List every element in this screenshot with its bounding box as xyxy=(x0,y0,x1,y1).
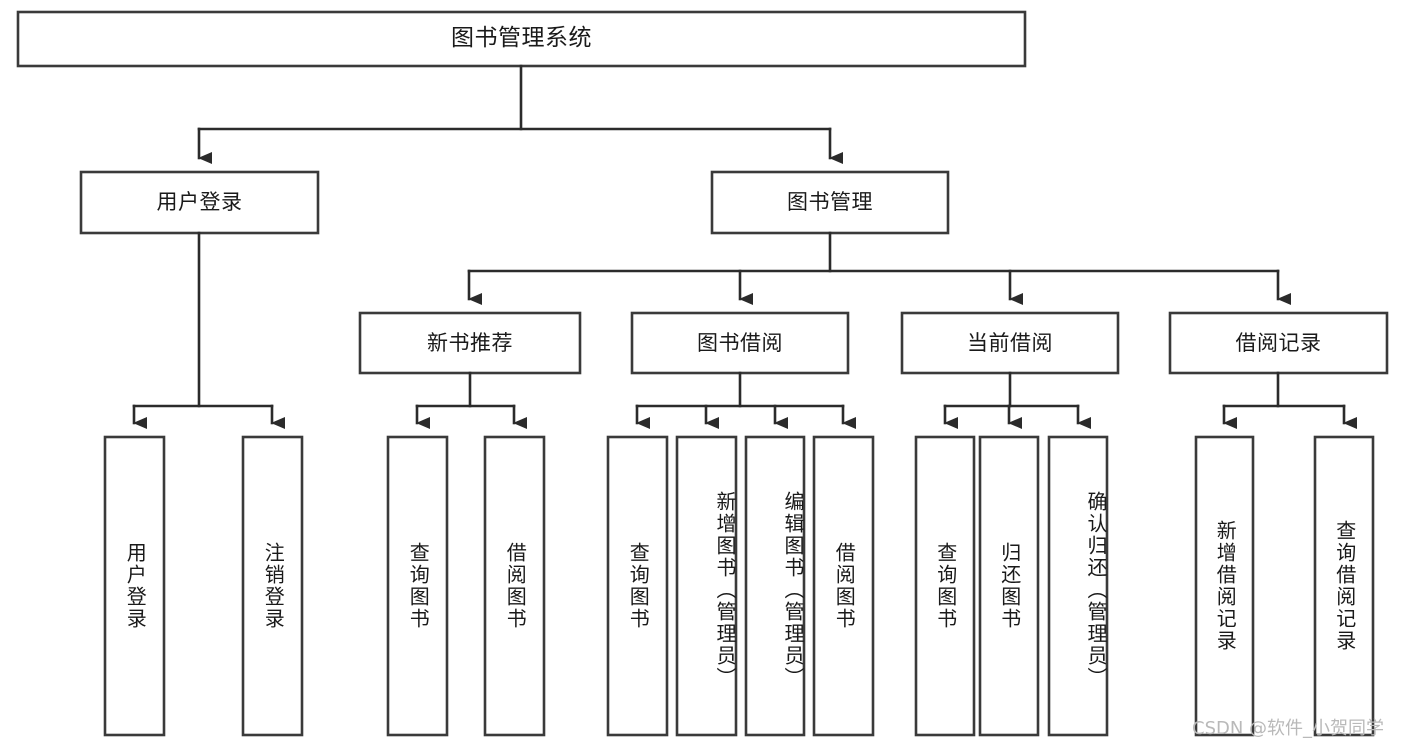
leaf-box-newbook-1 xyxy=(483,435,546,737)
leaf-box-record-1 xyxy=(1313,435,1375,737)
leaf-box-borrow-1 xyxy=(675,435,738,737)
leaf-box-borrow-2 xyxy=(744,435,806,737)
leaf-box-newbook-0 xyxy=(386,435,449,737)
leaf-box-current-0 xyxy=(914,435,976,737)
leaf-box-login-1 xyxy=(241,435,304,737)
leaf-box-borrow-3 xyxy=(812,435,875,737)
node-box-user-login xyxy=(79,170,320,235)
leaf-box-login-0 xyxy=(103,435,166,737)
node-box-book-borrow xyxy=(630,311,850,375)
leaf-box-current-1 xyxy=(978,435,1040,737)
node-box-root xyxy=(16,10,1027,68)
node-box-current-borrow xyxy=(900,311,1120,375)
node-box-book-manage xyxy=(710,170,950,235)
leaf-box-record-0 xyxy=(1194,435,1255,737)
node-box-borrow-record xyxy=(1168,311,1389,375)
leaf-box-borrow-0 xyxy=(606,435,669,737)
node-box-new-book-rec xyxy=(358,311,582,375)
leaf-box-current-2 xyxy=(1047,435,1109,737)
